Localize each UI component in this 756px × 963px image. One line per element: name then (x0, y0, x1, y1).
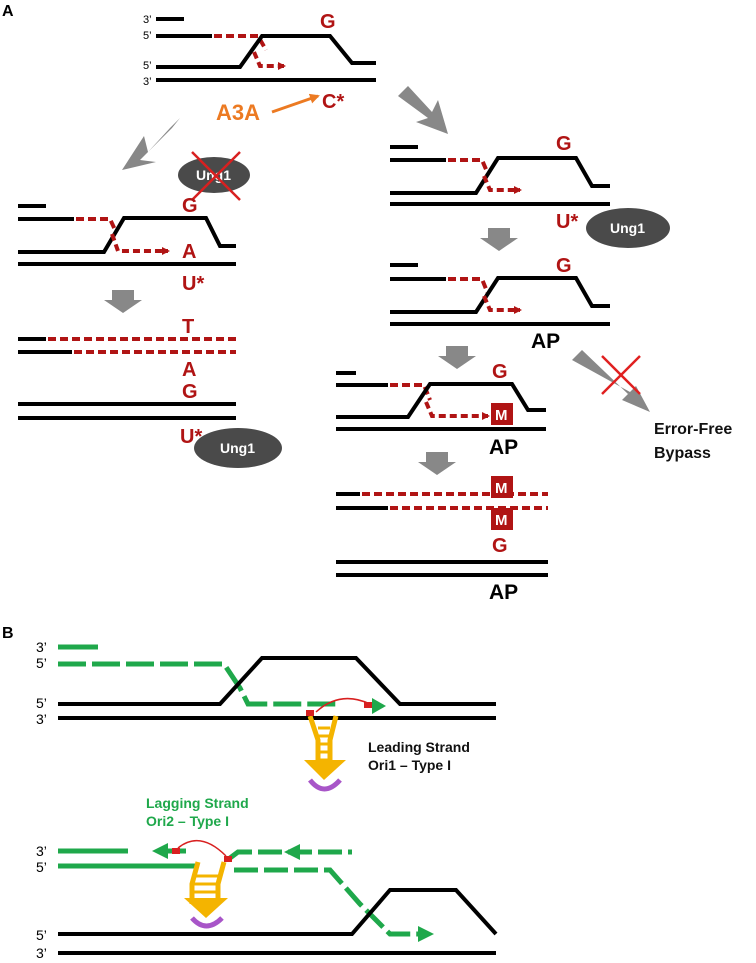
right-fork1-leading-template (390, 156, 610, 195)
leading-strand-fork: 3’ 5’ 5’ 3’ Leading Strand Ori1 – Type I (36, 639, 496, 792)
panel-b-label: B (2, 625, 14, 642)
right-fork3-leading-template (336, 382, 546, 419)
b2-red-mark-left (172, 848, 180, 854)
lagging-strand-fork: Lagging Strand Ori2 – Type I 3’ 5’ 5’ 3’ (36, 795, 498, 961)
gray-arrow-right-step1 (480, 228, 518, 251)
left-fork1-leading-template (18, 216, 236, 254)
right-fork3-nascent-leading (424, 401, 490, 420)
left-fork2-g-base: G (182, 381, 198, 403)
b2-green-arrowhead-left (152, 843, 168, 859)
b1-three-prime-bottom: 3’ (36, 711, 47, 727)
gray-arrow-left-step1 (104, 290, 142, 313)
gray-arrow-left (122, 118, 180, 170)
right-fork4-m-bottom-label: M (495, 512, 508, 529)
b1-three-prime-top: 3’ (36, 639, 47, 655)
right-fork1-nascent-lagging (448, 158, 490, 175)
bypass-label-line2: Bypass (654, 445, 711, 462)
left-fork1-nascent-lagging (76, 217, 118, 233)
gray-arrow-right (398, 86, 448, 134)
b2-five-prime-bottom: 5’ (36, 927, 47, 943)
b1-five-prime-bottom: 5’ (36, 695, 47, 711)
top-three-prime-label: 3’ (143, 14, 152, 26)
lagging-strand-label-line2: Ori2 – Type I (146, 813, 229, 829)
b2-five-prime-top: 5’ (36, 859, 47, 875)
b1-hairpin-loop (308, 778, 342, 792)
ung1-bottom-left-label: Ung1 (220, 440, 255, 456)
leading-strand-label-line1: Leading Strand (368, 739, 470, 755)
right-branch: G U* Ung1 G AP Error-Free Bypass G M AP (336, 133, 732, 604)
gray-arrow-bypass (572, 350, 650, 412)
right-fork4-m-box-top (491, 476, 513, 498)
ung1-cross-line-2 (191, 151, 241, 201)
right-fork4-g-base: G (492, 535, 508, 557)
a3a-arrow (271, 93, 320, 114)
b2-green-leading-continuation (234, 867, 418, 937)
right-fork3-ap-site: AP (489, 436, 518, 459)
gray-arrow-right-step3 (418, 452, 456, 475)
left-fork1-nascent-leading (110, 233, 170, 255)
b2-hairpin-base (184, 898, 228, 918)
b1-hairpin-base (304, 760, 346, 780)
b1-five-prime-top: 5’ (36, 655, 47, 671)
top-five-prime-label: 5’ (143, 30, 152, 42)
right-fork2-ap-site: AP (531, 330, 560, 353)
b2-hairpin-rungs (192, 874, 218, 902)
b1-lagging-green-strand (58, 661, 340, 707)
a3a-label: A3A (216, 100, 260, 125)
top-g-base: G (320, 11, 336, 33)
right-fork4-ap-site: AP (489, 581, 518, 604)
b1-hairpin-rungs (318, 726, 330, 762)
top-nascent-lagging (214, 34, 268, 51)
ung1-right-ellipse (586, 208, 670, 248)
left-branch: Ung1 G A U* T A G U* Ung1 (18, 151, 282, 468)
bypass-cross-line-2 (601, 355, 641, 395)
left-fork2-t-base: T (182, 316, 194, 338)
right-fork4-m-box-bottom (491, 508, 513, 530)
left-fork1-g-base: G (182, 195, 198, 217)
top-three-prime-bottom-label: 3’ (143, 76, 152, 88)
b2-green-arrowhead-right (418, 926, 434, 942)
b2-three-prime-top: 3’ (36, 843, 47, 859)
b2-leading-template (58, 888, 498, 936)
top-replication-fork: 3’ 5’ 5’ 3’ G C* (143, 11, 376, 113)
b1-red-mark-right (364, 702, 372, 708)
left-fork2-a-base: A (182, 359, 196, 381)
b2-red-mark-right (224, 856, 232, 862)
b1-template-switch-curve (315, 697, 371, 713)
ung1-bottom-left-ellipse (194, 428, 282, 468)
b1-leading-template (58, 656, 496, 706)
b2-green-arrowhead-mid (284, 844, 300, 860)
ung1-right-label: Ung1 (610, 220, 645, 236)
leading-strand-label-line2: Ori1 – Type I (368, 757, 451, 773)
top-c-star: C* (322, 91, 344, 113)
b1-red-mark-left (306, 710, 314, 716)
panel-a-label: A (2, 3, 14, 20)
b2-template-switch-curve (177, 839, 227, 857)
top-nascent-leading-arrow (252, 51, 286, 70)
right-fork3-m-box (491, 403, 513, 425)
b2-green-okazaki-fragment (228, 849, 352, 860)
left-fork1-a-base: A (182, 241, 196, 263)
left-fork1-u-star: U* (182, 273, 204, 295)
lagging-strand-label-line1: Lagging Strand (146, 795, 249, 811)
top-five-prime-bottom-label: 5’ (143, 60, 152, 72)
right-fork1-nascent-leading (482, 175, 522, 194)
b1-green-arrowhead (372, 698, 386, 714)
right-fork3-g-base: G (492, 361, 508, 383)
right-fork4-m-top-label: M (495, 480, 508, 497)
bypass-label-line1: Error-Free (654, 421, 732, 438)
right-fork2-nascent-lagging (448, 277, 490, 295)
top-leading-template (156, 34, 376, 69)
right-fork1-g-base: G (556, 133, 572, 155)
right-fork2-nascent-leading (482, 295, 522, 314)
right-fork2-leading-template (390, 276, 610, 314)
right-fork3-m-label: M (495, 407, 508, 424)
gray-arrow-right-step2 (438, 346, 476, 369)
right-fork1-u-star: U* (556, 211, 578, 233)
b2-hairpin-loop (190, 916, 224, 929)
b2-three-prime-bottom: 3’ (36, 945, 47, 961)
right-fork2-g-base: G (556, 255, 572, 277)
